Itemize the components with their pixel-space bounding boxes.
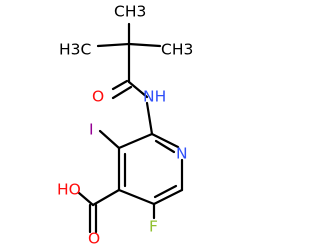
bond-carbonyl-to-oxygen-b	[111, 85, 133, 100]
bond-carbonyl-to-oxygen-a	[111, 79, 129, 91]
amide-nh-label: NH	[143, 88, 166, 106]
methyl-right-label: CH3	[161, 41, 193, 59]
bond-carbonyl-to-nh	[127, 80, 149, 99]
bond-ring-to-carboxyl	[91, 188, 121, 207]
carbonyl-oxygen-label: O	[92, 88, 104, 106]
iodine-label: I	[89, 121, 94, 139]
bond-ring-c6-c5-a	[152, 188, 184, 206]
acid-hydroxyl-label: HO	[57, 181, 81, 199]
bond-nh-to-ring	[145, 101, 154, 136]
bond-ring-c2-n-b	[154, 139, 176, 154]
bond-layer	[77, 22, 184, 234]
acid-oxygen-label: O	[88, 230, 100, 248]
bond-ring-c5-c4	[117, 188, 156, 206]
molecule-structure: CH3 H3C CH3 O NH I N HO O F	[57, 3, 193, 248]
bond-ring-to-iodine	[98, 129, 121, 150]
bond-quaternary-to-left-methyl	[96, 42, 131, 48]
bond-quaternary-to-right-methyl	[127, 42, 162, 48]
bond-ring-c6-c5-b	[153, 184, 178, 199]
methyl-left-label: H3C	[59, 41, 91, 59]
bond-ring-c2-n-a	[150, 132, 180, 149]
ring-nitrogen-label: N	[176, 145, 188, 163]
atom-label-layer: CH3 H3C CH3 O NH I N HO O F	[57, 3, 193, 248]
fluorine-label: F	[149, 218, 158, 236]
bond-ring-c2-c3	[117, 132, 154, 150]
methyl-top-label: CH3	[114, 3, 146, 21]
bond-carboxyl-to-hydroxyl	[77, 191, 95, 207]
